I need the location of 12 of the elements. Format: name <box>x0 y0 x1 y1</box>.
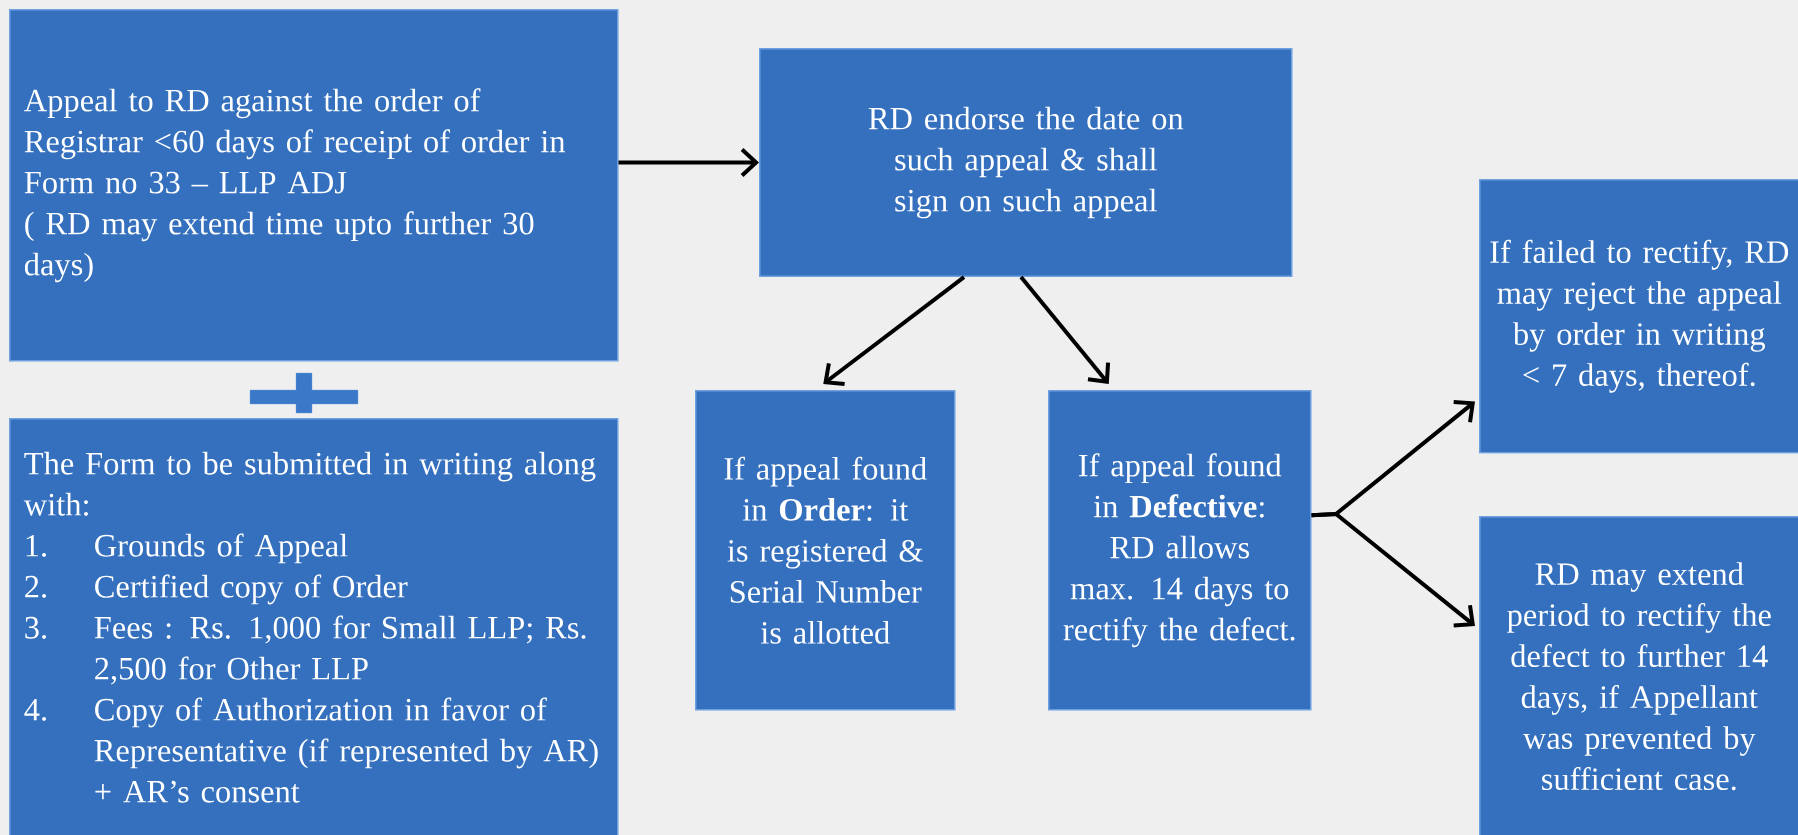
process-box: If appeal found in Order: it is registered & Serial Number is allotted <box>695 390 956 711</box>
arrow <box>823 275 966 387</box>
process-box: RD may extend period to rectify the defect to further 14 days, if Appellant was prevented by sufficient case. <box>1479 516 1798 835</box>
process-box: Appeal to RD against the order of Registrar <60 days of receipt of order in Form no 33 – LLP ADJ ( RD may extend time upto further 30 days) <box>9 9 619 362</box>
plus-sign <box>249 372 359 414</box>
arrow <box>1019 275 1111 384</box>
process-box: RD endorse the date on such appeal & shall sign on such appeal <box>759 48 1293 278</box>
arrow <box>1311 511 1475 628</box>
arrow <box>618 148 759 177</box>
requirements-box: The Form to be submitted in writing along with: 1. Grounds of Appeal 2. Certified copy of Order 3. Fees : Rs. 1,000 for Small LLP; Rs. 2,500 for Other LLP 4. Copy of Authorization in favor of Representative (if represented by AR) + AR’s consent <box>9 418 619 835</box>
process-box: If failed to rectify, RD may reject the appeal by order in writing < 7 days, thereof. <box>1479 179 1798 454</box>
process-box: If appeal found in Defective: RD allows max. 14 days to rectify the defect. <box>1048 390 1312 711</box>
